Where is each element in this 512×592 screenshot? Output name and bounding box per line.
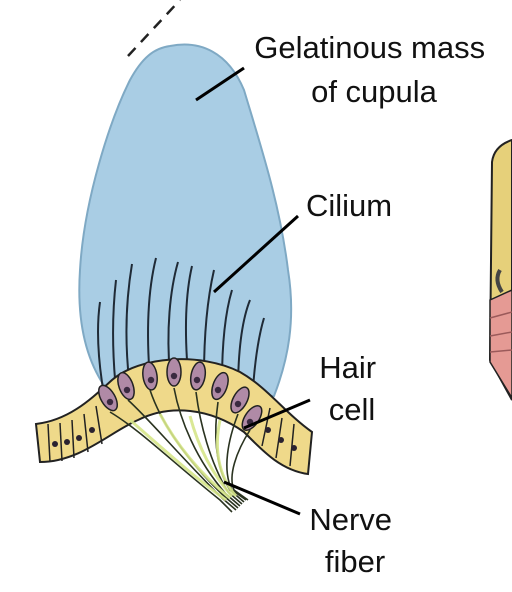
leader-cilium	[212, 214, 300, 294]
leader-hair-cell	[243, 398, 311, 430]
leader-gelatinous-mass	[195, 66, 245, 102]
label-gelatinous-mass: Gelatinous mass of cupula	[254, 30, 494, 109]
leader-nerve-fiber	[223, 480, 301, 516]
hair-cells	[97, 357, 263, 431]
label-cilium: Cilium	[306, 188, 392, 223]
cupula-gelatinous-mass	[78, 43, 293, 397]
label-hair-cell: Hair cell	[319, 350, 384, 427]
nerve-fiber-fill	[129, 413, 238, 502]
adjacent-tissue	[488, 138, 512, 401]
dashed-pointer-line	[127, 0, 181, 57]
label-nerve-fiber: Nerve fiber	[309, 502, 400, 579]
